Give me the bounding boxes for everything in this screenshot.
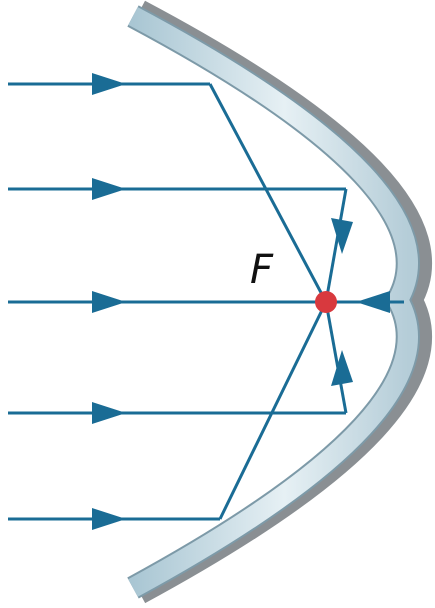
focal-point — [315, 291, 337, 313]
focal-point-label: F — [250, 247, 274, 293]
arrow-left-icon — [356, 291, 390, 313]
arrow-right-icon — [92, 73, 126, 95]
arrow-right-icon — [92, 178, 126, 200]
arrow-right-icon — [92, 291, 126, 313]
arrow-right-icon — [92, 508, 126, 530]
arrow-right-icon — [92, 402, 126, 424]
